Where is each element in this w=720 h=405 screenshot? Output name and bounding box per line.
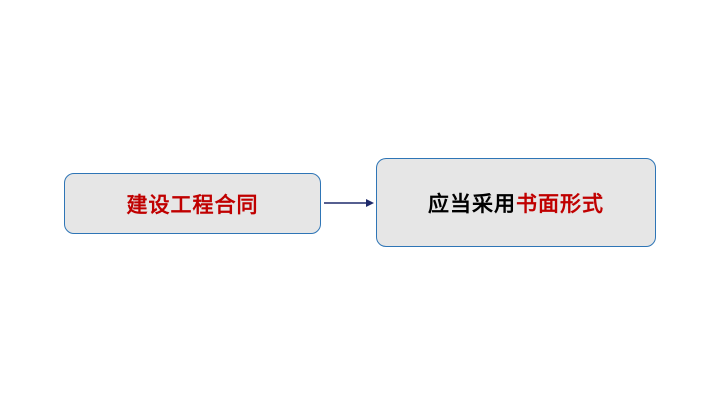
target-box-label-emphasis: 书面形式 — [516, 191, 604, 216]
target-box-label-prefix: 应当采用 — [428, 191, 516, 216]
target-box: 应当采用书面形式 — [376, 158, 656, 247]
source-box-label: 建设工程合同 — [126, 192, 259, 217]
right-arrow-icon — [324, 199, 374, 207]
source-box: 建设工程合同 — [64, 173, 321, 234]
